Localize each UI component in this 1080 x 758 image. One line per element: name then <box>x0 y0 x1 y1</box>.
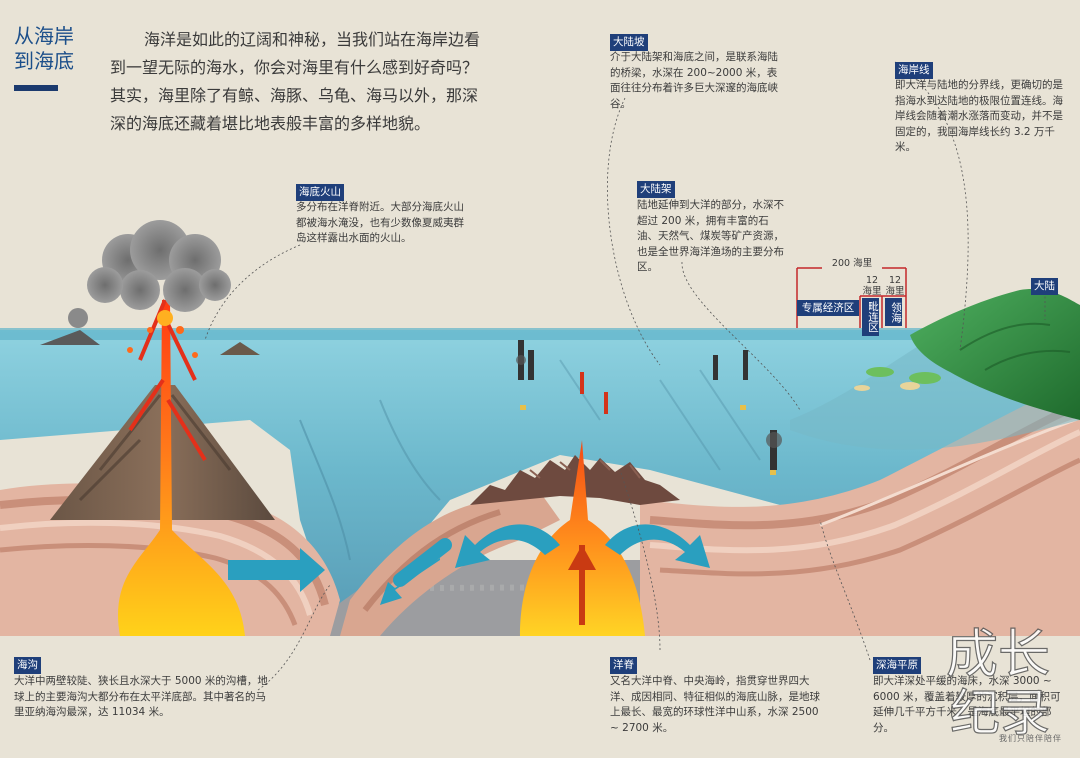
section-title: 从海岸 到海底 <box>14 24 94 74</box>
zone-total-width: 200 海里 <box>822 258 882 269</box>
desc-continental-shelf: 陆地延伸到大洋的部分，水深不超过 200 米，拥有丰富的石油、天然气、煤炭等矿产… <box>637 199 784 273</box>
label-continental-shelf: 大陆架 <box>637 181 675 198</box>
sea-water <box>0 330 1080 610</box>
continent-land <box>910 288 1080 420</box>
desc-continental-slope: 介于大陆架和海底之间，是联系海陆的桥梁，水深在 200~2000 米，表面往往分… <box>610 51 778 110</box>
label-continent: 大陆 <box>1031 278 1058 295</box>
desc-coastline: 即大洋与陆地的分界线，更确切的是指海水到达陆地的极限位置连线。海岸线会随着潮水涨… <box>895 79 1063 153</box>
volcano-magma-conduit <box>118 300 245 636</box>
section-title-line1: 从海岸 <box>14 24 74 48</box>
island-volcano-right <box>220 342 260 355</box>
convection-arrow-left <box>228 548 325 592</box>
label-coastline: 海岸线 <box>895 62 933 79</box>
leader-lines <box>204 61 1046 691</box>
section-title-line2: 到海底 <box>14 49 74 73</box>
desc-ocean-ridge: 又名大洋中脊、中央海岭，指贯穿世界四大洋、成因相同、特征相似的海底山脉，是地球上… <box>610 675 820 734</box>
label-submarine-volcano: 海底火山 <box>296 184 344 201</box>
convection-arrow-subduction <box>380 558 440 605</box>
label-trench: 海沟 <box>14 657 41 674</box>
label-continental-slope: 大陆坡 <box>610 34 648 51</box>
watermark-logo: 成长 纪录 <box>945 624 1050 742</box>
convection-arrow-ridge-right <box>605 524 710 568</box>
desc-abyssal-plain: 即大洋深处平缓的海床，水深 3000 ~ 6000 米，覆盖着较厚的沉积层，面积… <box>873 675 1061 734</box>
watermark-line1: 成长 <box>946 625 1050 685</box>
label-abyssal-plain: 深海平原 <box>873 657 921 674</box>
island-volcano-left <box>40 330 100 345</box>
hydrothermal-vents <box>516 340 782 475</box>
label-ocean-ridge: 洋脊 <box>610 657 637 674</box>
intro-paragraph: 海洋是如此的辽阔和神秘，当我们站在海岸边看到一望无际的海水，你会对海里有什么感到… <box>110 30 481 133</box>
zone-width-contiguous: 12 海里 <box>861 275 883 297</box>
volcano-smoke <box>87 220 231 312</box>
watermark-line2: 纪录 <box>950 684 1050 742</box>
section-title-underline <box>14 85 58 91</box>
desc-trench: 大洋中两壁较陡、狭长且水深大于 5000 米的沟槽，地球上的主要海沟大都分布在太… <box>14 675 268 718</box>
zone-width-territorial-number: 12 <box>888 275 902 286</box>
zone-width-contiguous-unit: 海里 <box>862 286 882 297</box>
zone-width-contiguous-number: 12 <box>865 275 879 286</box>
zone-territorial-sea: 领海 <box>885 298 902 326</box>
desc-submarine-volcano: 多分布在洋脊附近。大部分海底火山都被海水淹没，也有少数像夏威夷群岛这样露出水面的… <box>296 201 464 244</box>
convection-arrow-ridge-left <box>455 524 560 568</box>
ridge-rocks <box>470 455 680 505</box>
watermark-caption: 我们只陪伴陪伴 <box>999 734 1062 743</box>
zone-width-territorial-unit: 海里 <box>885 286 905 297</box>
ridge-magma <box>520 440 645 636</box>
zone-width-territorial: 12 海里 <box>884 275 906 297</box>
zone-eez: 专属经济区 <box>797 300 859 316</box>
zone-contiguous: 毗连区 <box>862 298 879 336</box>
